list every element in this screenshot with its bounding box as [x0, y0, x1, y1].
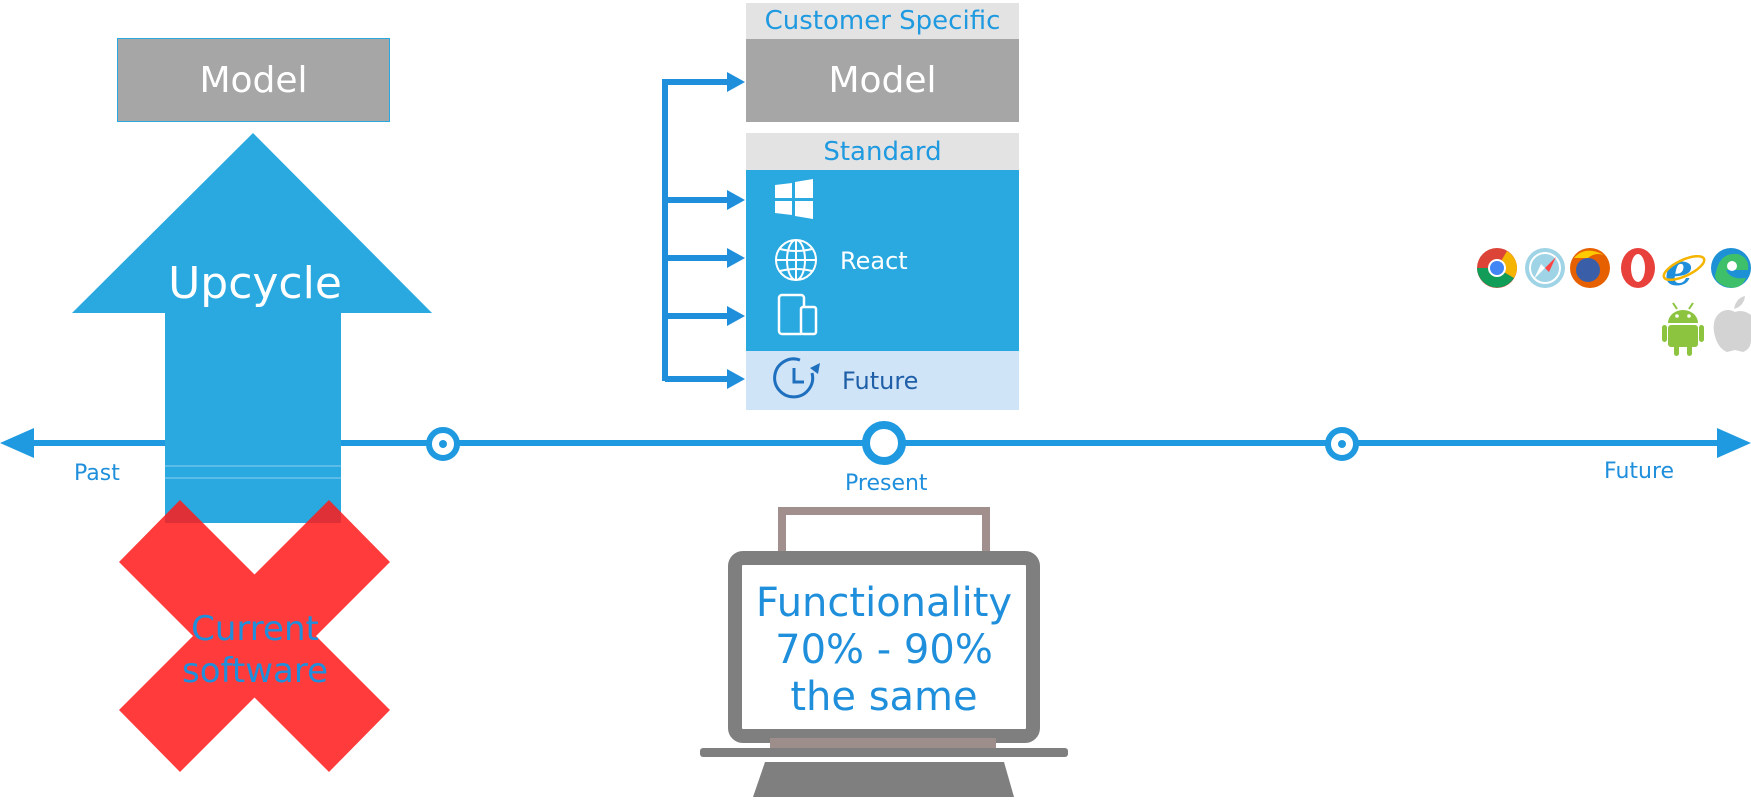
customer-model-label: Model: [828, 60, 937, 101]
customer-specific-header: Customer Specific: [746, 3, 1019, 39]
cross-icon: [119, 500, 390, 772]
ie-icon: e: [1662, 245, 1706, 296]
connector-arrow-model: [727, 72, 745, 92]
android-icon: [1662, 302, 1704, 356]
laptop-line2: 70% - 90%: [775, 627, 993, 673]
current-software-line2: software: [181, 651, 328, 691]
safari-icon: [1525, 248, 1565, 288]
connector-arrow-web: [727, 248, 745, 268]
timeline-future-label: Future: [1604, 459, 1675, 484]
timeline-right-arrowhead: [1717, 428, 1751, 458]
firefox-icon: [1570, 248, 1610, 288]
customer-model-box: Model: [746, 39, 1019, 122]
laptop-line1: Functionality: [755, 580, 1013, 626]
standard-header: Standard: [746, 133, 1019, 170]
globe-icon: [775, 239, 817, 281]
standard-label: Standard: [823, 136, 942, 167]
edge-icon: [1711, 248, 1751, 288]
windows-icon: [775, 179, 813, 219]
laptop-stand: [753, 762, 1014, 797]
laptop-text: Functionality 70% - 90% the same: [735, 580, 1033, 721]
clock-refresh-icon: [773, 357, 815, 399]
laptop-base: [700, 748, 1068, 757]
upcycle-label: Upcycle: [168, 258, 342, 309]
connector-arrow-mobile: [727, 306, 745, 326]
svg-text:e: e: [1665, 245, 1693, 296]
left-model-box: Model: [117, 38, 390, 122]
future-box: [746, 351, 1019, 410]
connector-arrow-windows: [727, 190, 745, 210]
chrome-icon: [1477, 248, 1517, 288]
devices-icon: [777, 293, 818, 336]
current-software-label: Current software: [150, 608, 360, 692]
timeline-present-label: Present: [845, 471, 928, 496]
laptop-screen: [728, 551, 1040, 743]
customer-specific-label: Customer Specific: [764, 6, 1001, 36]
connector-arrow-future: [727, 369, 745, 389]
upcycle-arrow-shape: [72, 133, 432, 523]
current-software-line1: Current: [191, 609, 319, 649]
react-label: React: [840, 247, 908, 275]
timeline-past-label: Past: [74, 461, 120, 486]
opera-icon: [1621, 248, 1655, 288]
timeline-left-arrowhead: [0, 428, 34, 458]
laptop-line3: the same: [790, 674, 978, 720]
apple-icon: [1713, 296, 1751, 352]
future-label: Future: [842, 367, 919, 395]
left-model-label: Model: [199, 59, 308, 101]
timeline-marker-present: [862, 421, 906, 465]
